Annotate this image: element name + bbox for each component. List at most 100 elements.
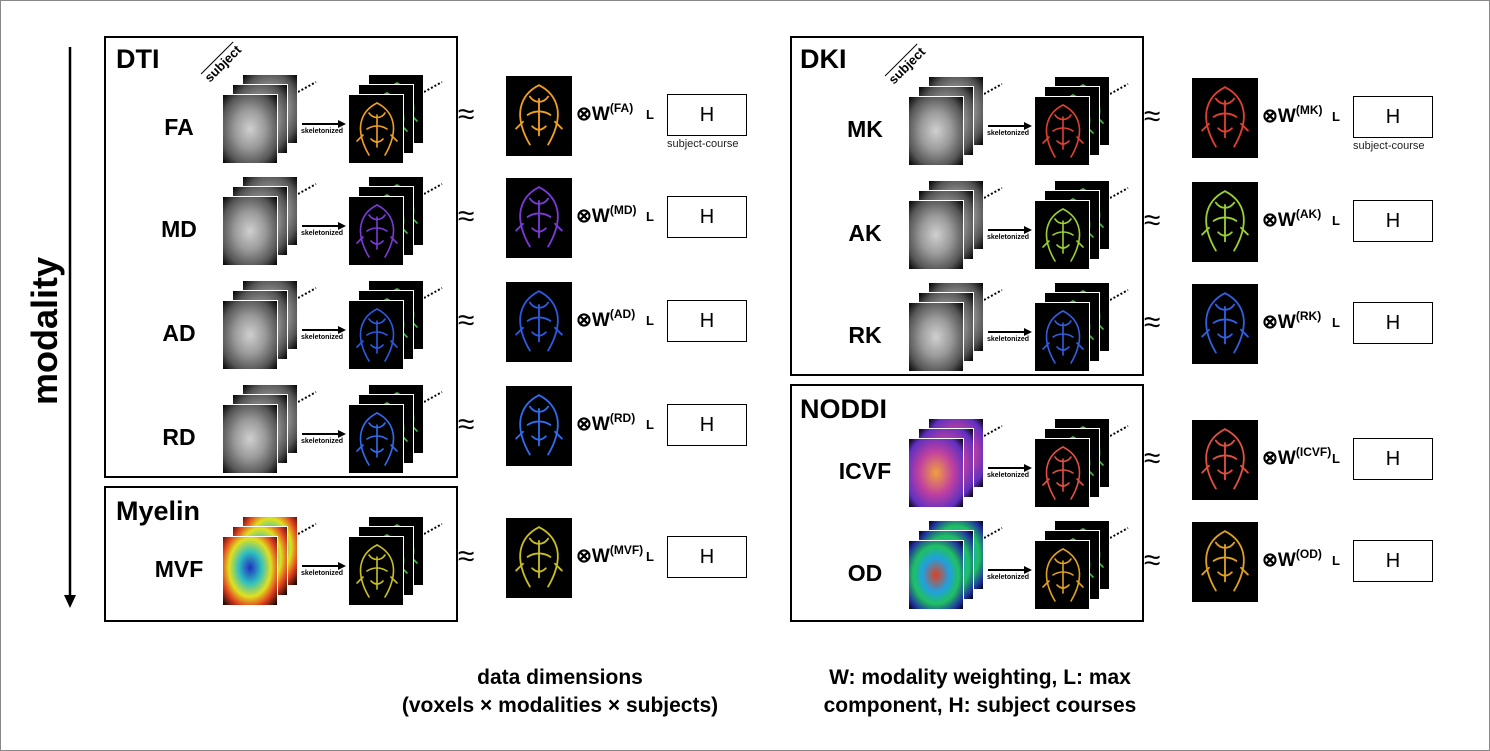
legend-caption-line1: W: modality weighting, L: max xyxy=(829,666,1131,689)
ad-approx-symbol: ≈ xyxy=(458,304,475,337)
ak-source-ellipsis-icon xyxy=(983,186,1004,200)
icvf-h-box: H xyxy=(1353,438,1433,480)
rk-skeletonize-arrow-icon xyxy=(988,324,1032,336)
md-source-stack xyxy=(222,176,302,266)
od-l-symbol: L xyxy=(1332,553,1340,568)
modality-axis-arrow xyxy=(64,47,76,608)
mk-weight-term: ⊗W(MK) xyxy=(1262,104,1323,126)
ak-skeleton-slice xyxy=(1034,200,1090,270)
icvf-label: ICVF xyxy=(838,458,892,484)
fa-skeleton-stack xyxy=(348,74,428,164)
rk-weight-prefix: ⊗W xyxy=(1262,312,1296,333)
od-h-box: H xyxy=(1353,540,1433,582)
rd-weight-superscript: (RD) xyxy=(609,411,636,425)
fa-source-stack xyxy=(222,74,302,164)
od-weight-prefix: ⊗W xyxy=(1262,550,1296,571)
mk-approx-symbol: ≈ xyxy=(1144,100,1161,133)
mvf-source-slice xyxy=(222,536,278,606)
fa-weight-superscript: (FA) xyxy=(609,101,634,115)
ad-h-box: H xyxy=(667,300,747,342)
icvf-l-symbol: L xyxy=(1332,451,1340,466)
icvf-weight-superscript: (ICVF) xyxy=(1295,445,1332,459)
ad-source-stack xyxy=(222,280,302,370)
data-caption-line1: data dimensions xyxy=(477,666,643,689)
od-weight-superscript: (OD) xyxy=(1295,547,1322,561)
icvf-weight-prefix: ⊗W xyxy=(1262,448,1296,469)
ak-source-stack xyxy=(908,180,988,270)
ad-skeletonized-label: skeletonized xyxy=(301,334,344,341)
ad-weight-term: ⊗W(AD) xyxy=(576,308,635,330)
icvf-skeleton-slice xyxy=(1034,438,1090,508)
icvf-source-ellipsis-icon xyxy=(983,424,1004,438)
md-weight-superscript: (MD) xyxy=(609,203,637,217)
od-skeletonized-label: skeletonized xyxy=(987,574,1030,581)
rd-label: RD xyxy=(162,424,196,450)
rk-label: RK xyxy=(848,322,882,348)
ak-skeleton-ellipsis-icon xyxy=(1109,186,1130,200)
md-weight-prefix: ⊗W xyxy=(576,206,610,227)
md-label: MD xyxy=(161,216,197,242)
icvf-source-stack xyxy=(908,418,988,508)
mvf-weight-term: ⊗W(MVF) xyxy=(576,544,643,566)
od-source-ellipsis-icon xyxy=(983,526,1004,540)
md-skeleton-slice xyxy=(348,196,404,266)
legend-caption: W: modality weighting, L: max component,… xyxy=(780,664,1180,721)
rk-source-slice xyxy=(908,302,964,372)
rk-weight-term: ⊗W(RK) xyxy=(1262,310,1321,332)
od-source-stack xyxy=(908,520,988,610)
od-skeleton-slice xyxy=(1034,540,1090,610)
od-weight-term: ⊗W(OD) xyxy=(1262,548,1322,570)
md-skeleton-ellipsis-icon xyxy=(423,182,444,196)
rk-skeleton-stack xyxy=(1034,282,1114,372)
icvf-weight-term: ⊗W(ICVF) xyxy=(1262,446,1331,468)
ad-source-slice xyxy=(222,300,278,370)
ak-source-slice xyxy=(908,200,964,270)
rk-skeleton-slice xyxy=(1034,302,1090,372)
ak-l-symbol: L xyxy=(1332,213,1340,228)
fa-source-ellipsis-icon xyxy=(297,80,318,94)
rk-source-ellipsis-icon xyxy=(983,288,1004,302)
fa-weight-prefix: ⊗W xyxy=(576,104,610,125)
mk-skeleton-slice xyxy=(1034,96,1090,166)
rd-source-slice xyxy=(222,404,278,474)
mk-label: MK xyxy=(847,116,883,142)
rk-approx-symbol: ≈ xyxy=(1144,306,1161,339)
mvf-component-map xyxy=(506,518,572,598)
mvf-weight-prefix: ⊗W xyxy=(576,546,610,567)
fa-label: FA xyxy=(164,114,194,140)
fa-component-map xyxy=(506,76,572,156)
od-label: OD xyxy=(847,560,883,586)
ad-label: AD xyxy=(162,320,196,346)
ad-skeleton-stack xyxy=(348,280,428,370)
md-component-map xyxy=(506,178,572,258)
ad-weight-prefix: ⊗W xyxy=(576,310,610,331)
md-source-ellipsis-icon xyxy=(297,182,318,196)
ad-weight-superscript: (AD) xyxy=(609,307,636,321)
rd-skeleton-stack xyxy=(348,384,428,474)
dti-title: DTI xyxy=(116,44,160,74)
md-skeletonize-arrow-icon xyxy=(302,218,346,230)
ak-skeletonized-label: skeletonized xyxy=(987,234,1030,241)
icvf-skeleton-ellipsis-icon xyxy=(1109,424,1130,438)
data-dimensions-caption: data dimensions (voxels × modalities × s… xyxy=(370,664,750,721)
mvf-skeleton-stack xyxy=(348,516,428,606)
noddi-title: NODDI xyxy=(800,394,887,424)
od-skeleton-stack xyxy=(1034,520,1114,610)
md-weight-term: ⊗W(MD) xyxy=(576,204,637,226)
rd-skeletonized-label: skeletonized xyxy=(301,438,344,445)
mvf-skeleton-slice xyxy=(348,536,404,606)
rd-skeleton-slice xyxy=(348,404,404,474)
mvf-skeleton-ellipsis-icon xyxy=(423,522,444,536)
mvf-approx-symbol: ≈ xyxy=(458,540,475,573)
rk-skeleton-ellipsis-icon xyxy=(1109,288,1130,302)
icvf-approx-symbol: ≈ xyxy=(1144,442,1161,475)
md-h-box: H xyxy=(667,196,747,238)
md-skeletonized-label: skeletonized xyxy=(301,230,344,237)
mk-source-ellipsis-icon xyxy=(983,82,1004,96)
fa-skeletonized-label: skeletonized xyxy=(301,128,344,135)
rd-source-stack xyxy=(222,384,302,474)
rk-weight-superscript: (RK) xyxy=(1295,309,1322,323)
fa-h-box: H xyxy=(667,94,747,136)
icvf-source-slice xyxy=(908,438,964,508)
ak-skeleton-stack xyxy=(1034,180,1114,270)
